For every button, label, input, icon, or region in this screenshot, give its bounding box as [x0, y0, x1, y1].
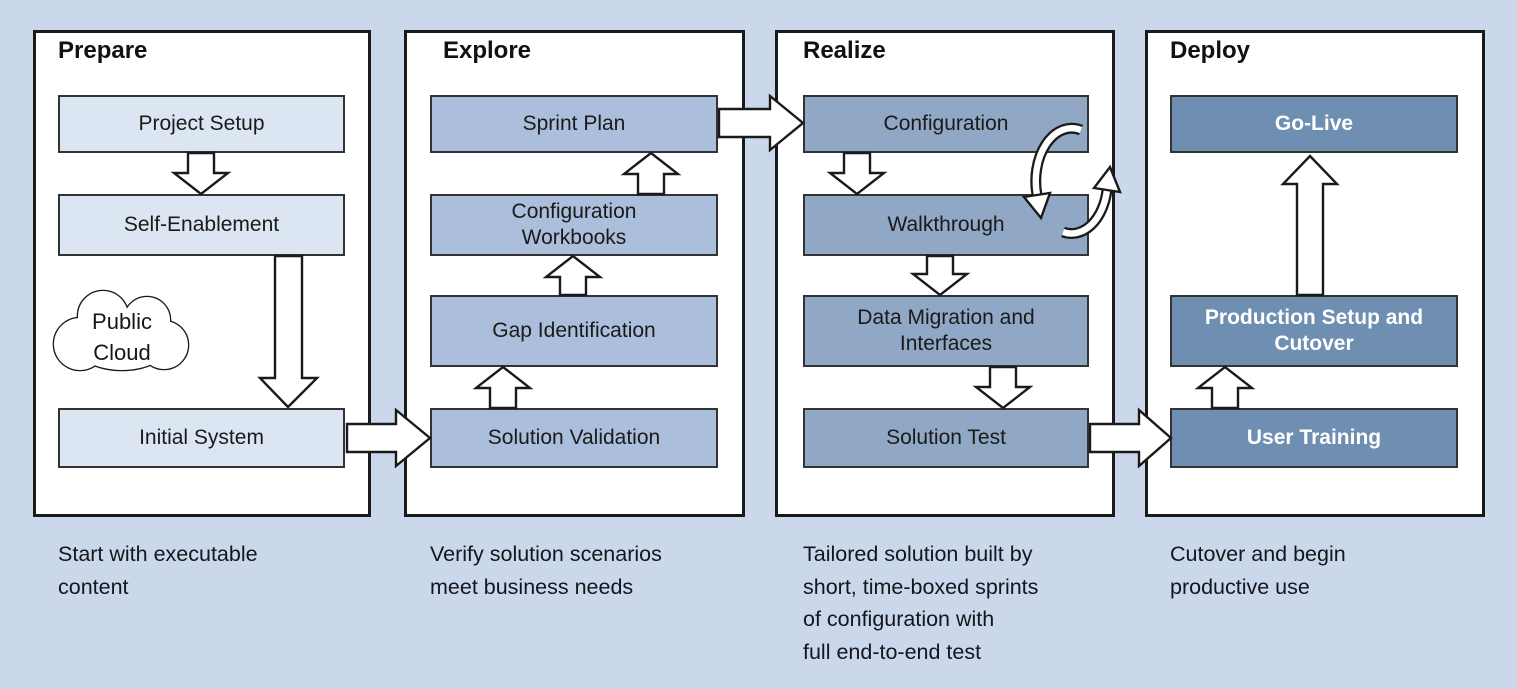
box-initial-system: Initial System [58, 408, 345, 468]
box-configuration: Configuration [803, 95, 1089, 153]
box-walkthrough: Walkthrough [803, 194, 1089, 256]
box-gap-identification: Gap Identification [430, 295, 718, 367]
box-self-enablement: Self-Enablement [58, 194, 345, 256]
box-configuration-workbooks: Configuration Workbooks [430, 194, 718, 256]
phase-title-prepare: Prepare [58, 37, 148, 64]
box-sprint-plan: Sprint Plan [430, 95, 718, 153]
box-data-migration-interfaces: Data Migration and Interfaces [803, 295, 1089, 367]
box-production-setup-and-cutover: Production Setup and Cutover [1170, 295, 1458, 367]
box-solution-validation: Solution Validation [430, 408, 718, 468]
box-solution-test: Solution Test [803, 408, 1089, 468]
phase-title-explore: Explore [443, 37, 532, 64]
box-user-training: User Training [1170, 408, 1458, 468]
box-project-setup: Project Setup [58, 95, 345, 153]
public-cloud-label: Public Cloud [92, 309, 152, 365]
box-go-live: Go-Live [1170, 95, 1458, 153]
phase-title-realize: Realize [803, 37, 886, 64]
caption-explore: Verify solution scenarios meet business … [430, 542, 662, 599]
caption-realize: Tailored solution built by short, time-b… [803, 542, 1039, 664]
caption-deploy: Cutover and begin productive use [1170, 542, 1346, 599]
phase-title-deploy: Deploy [1170, 37, 1251, 64]
caption-prepare: Start with executable content [58, 542, 258, 599]
